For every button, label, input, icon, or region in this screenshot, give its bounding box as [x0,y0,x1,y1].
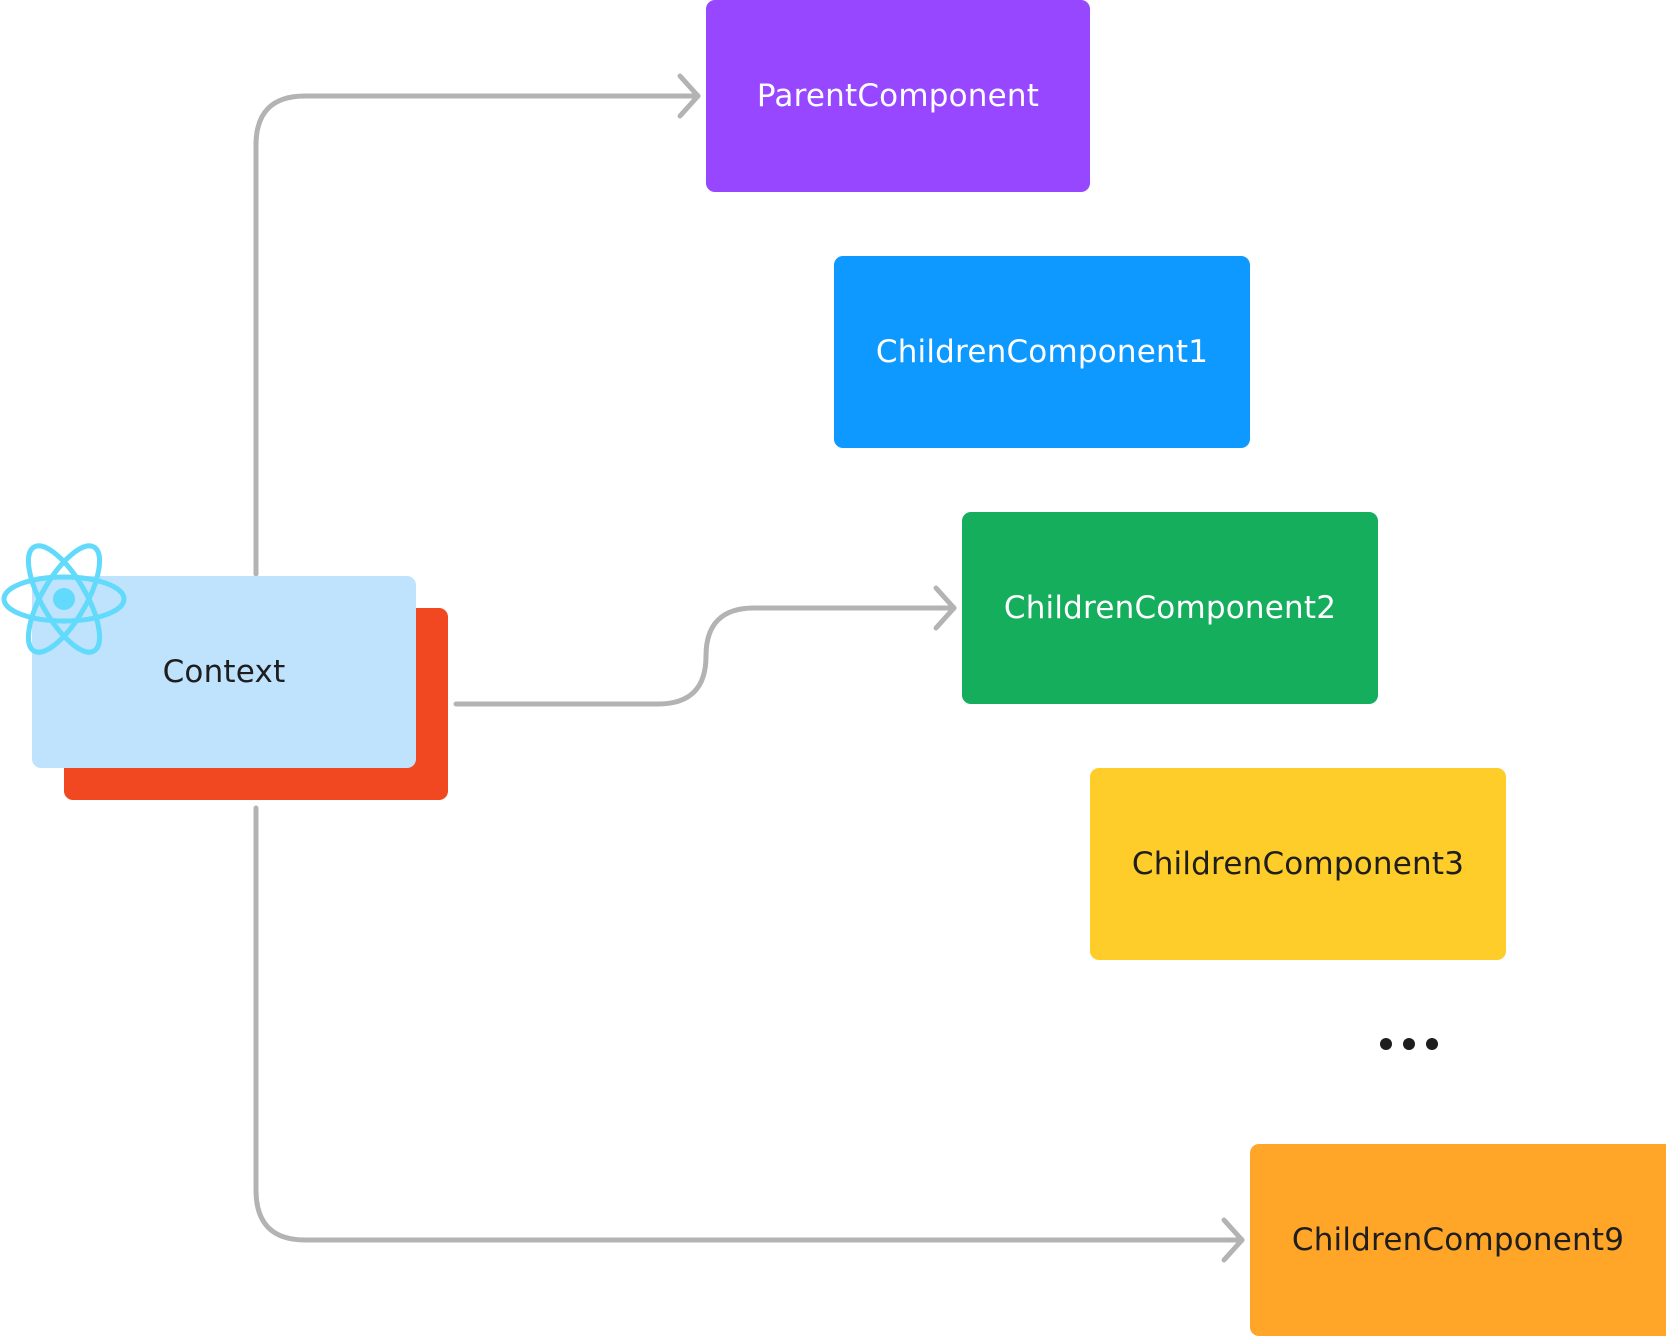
ellipsis-dot [1380,1038,1392,1050]
children-component-3-label: ChildrenComponent3 [1131,846,1465,882]
react-atom-icon [1,543,127,655]
context-node: Context [32,576,416,768]
arrowhead-parent [677,73,701,119]
children-component-2-node: ChildrenComponent2 [962,512,1378,704]
parent-component-label: ParentComponent [756,78,1040,114]
arrowhead-child9 [1221,1217,1245,1263]
children-component-3-node: ChildrenComponent3 [1090,768,1506,960]
children-component-1-node: ChildrenComponent1 [834,256,1250,448]
children-component-9-node: ChildrenComponent9 [1250,1144,1666,1336]
ellipsis-dot [1403,1038,1415,1050]
ellipsis-icon [1380,1038,1438,1050]
parent-component-node: ParentComponent [706,0,1090,192]
ellipsis-dot [1426,1038,1438,1050]
context-label: Context [162,654,286,690]
children-component-1-label: ChildrenComponent1 [875,334,1209,370]
edge-context-parent [253,93,701,577]
children-component-2-label: ChildrenComponent2 [1003,590,1337,626]
edge-context-child2 [453,605,957,707]
edge-context-child9 [253,805,1245,1243]
children-component-9-label: ChildrenComponent9 [1291,1222,1625,1258]
arrowhead-child2 [933,585,957,631]
